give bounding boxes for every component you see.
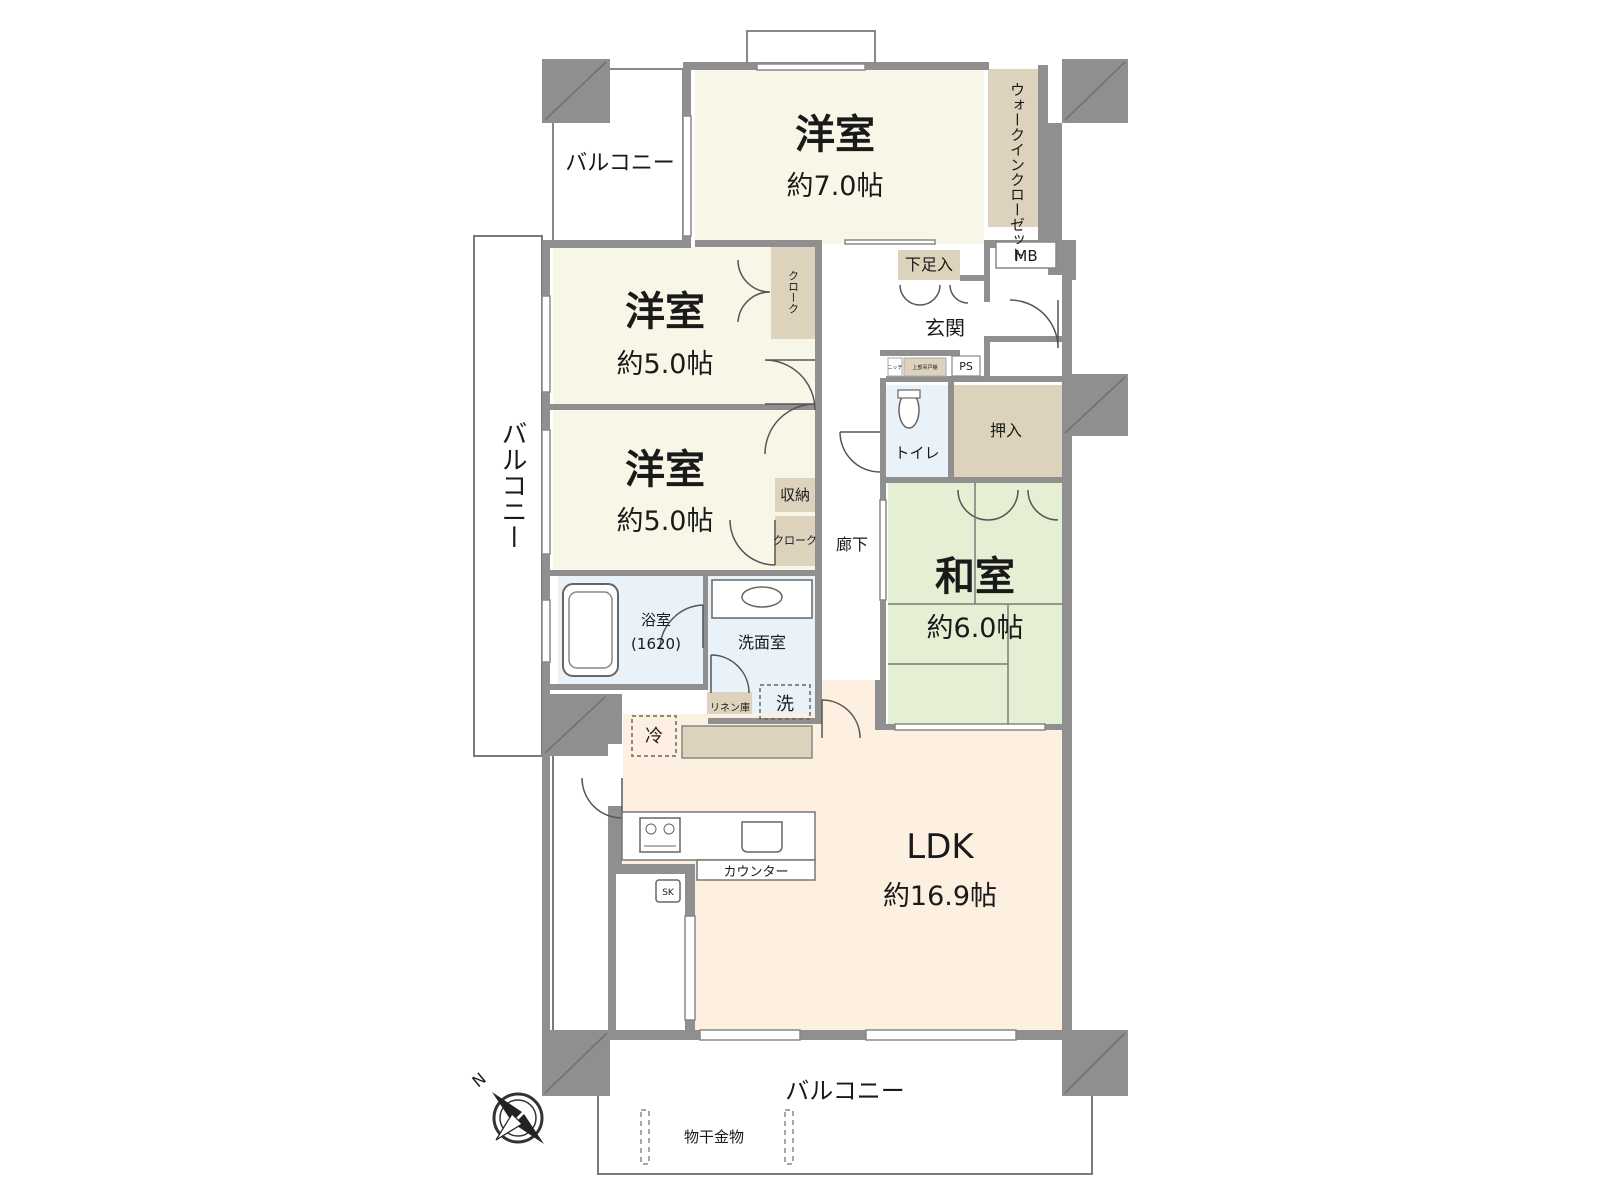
balcony-top-label: バルコニー <box>565 151 675 176</box>
counter-label: カウンター <box>723 865 788 880</box>
washbasin-counter <box>711 579 813 619</box>
drying-hardware-label: 物干金物 <box>684 1128 744 1146</box>
fridge-label: 冷 <box>645 726 663 747</box>
fixtures <box>562 241 1062 1165</box>
washroom-label: 洗面室 <box>738 633 786 652</box>
doors <box>581 259 1059 819</box>
walkin-closet-label: ウォークインクローゼット <box>1008 82 1026 262</box>
balcony-bottom-label: バルコニー <box>785 1077 905 1105</box>
room-size-western-2: 約5.0帖 <box>617 349 714 380</box>
shoebox-label: 下足入 <box>905 255 953 274</box>
room-size-western-3: 約5.0帖 <box>617 506 714 537</box>
storage-fill <box>775 478 815 512</box>
sk-box <box>655 879 681 903</box>
room-name-western-1: 洋室 <box>795 112 875 158</box>
kitchen-back-counter <box>681 725 813 759</box>
cloak-2-label: クローク <box>773 534 817 547</box>
mb-box <box>995 241 1057 269</box>
ps-label: PS <box>959 360 973 373</box>
room-name-western-2: 洋室 <box>625 289 705 335</box>
ldk-fill <box>623 680 1062 1030</box>
fridge-area <box>631 715 677 757</box>
linen-label: リネン庫 <box>710 701 750 714</box>
storage-label: 収納 <box>780 486 810 504</box>
cloak2-fill <box>775 516 815 566</box>
room-size-japanese: 約6.0帖 <box>927 613 1024 644</box>
entrance-label: 玄関 <box>925 316 965 340</box>
mb-label: MB <box>1014 247 1037 265</box>
toilet-cabinet-label: 上部吊戸棚 <box>912 364 937 371</box>
walkin-closet-fill <box>988 69 1038 227</box>
ps-box <box>951 355 981 377</box>
western-room-1-fill <box>695 69 984 244</box>
washer-area <box>759 684 811 720</box>
room-fills <box>553 69 1062 1030</box>
balcony-outlines <box>473 30 1093 1175</box>
room-size-western-1: 約7.0帖 <box>787 171 884 202</box>
balcony-side-label: バルコニー <box>497 420 527 550</box>
room-labels: 洋室 約7.0帖 洋室 約5.0帖 洋室 約5.0帖 和室 約6.0帖 LDK … <box>617 112 1024 912</box>
bath-size-label: (1620) <box>631 635 681 653</box>
toilet-niche-label: ニッチ <box>887 365 902 371</box>
western-room-3-fill <box>553 410 815 570</box>
oshiire-label: 押入 <box>990 421 1022 440</box>
cloak1-fill <box>771 247 815 339</box>
cloak-1-label: クローク <box>787 270 800 314</box>
windows <box>541 63 1046 1041</box>
oshiire-fill <box>952 385 1062 477</box>
shoebox-fill <box>898 250 960 280</box>
north-label: N <box>468 1069 489 1091</box>
washer-label: 洗 <box>776 694 794 715</box>
bath-label: 浴室 <box>641 611 671 629</box>
room-name-ldk: LDK <box>906 827 975 867</box>
hallway-label: 廊下 <box>836 535 868 554</box>
compass-icon: N <box>468 1069 544 1144</box>
sk-label: SK <box>662 888 675 898</box>
misc-labels: バルコニー バルコニー バルコニー ウォークインクローゼット MB 下足入 玄関… <box>497 82 1038 1146</box>
corner-hatches <box>544 61 1126 1094</box>
bathtub <box>562 583 619 677</box>
room-name-japanese: 和室 <box>935 554 1015 600</box>
room-name-western-3: 洋室 <box>625 447 705 493</box>
room-size-ldk: 約16.9帖 <box>883 881 997 912</box>
toilet-label: トイレ <box>894 444 939 462</box>
